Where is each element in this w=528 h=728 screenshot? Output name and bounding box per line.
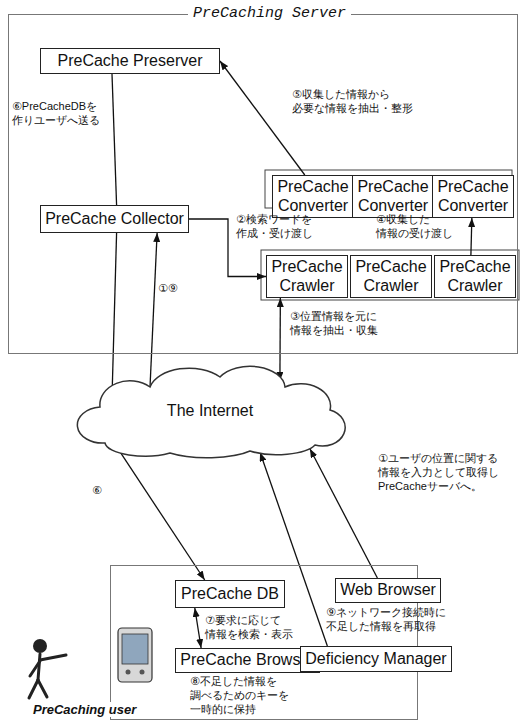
step-label: ①ユーザの位置に関する 情報を入力として取得し PreCacheサーバへ。 (378, 452, 510, 493)
process-box: PreCache DB (175, 580, 285, 608)
node-text: PreCache Preserver (58, 52, 203, 70)
process-box: PreCache Crawler (266, 255, 348, 298)
node-text: PreCache Converter (437, 178, 508, 215)
server-frame: PreCaching ServerPreCache PreserverPreCa… (8, 14, 518, 354)
process-box: Deficiency Manager (300, 646, 452, 672)
process-box: PreCache Crawler (350, 255, 432, 298)
node-text: PreCache Collector (45, 210, 184, 228)
network-cloud: The Internet (60, 365, 360, 458)
node-text: PreCache DB (181, 585, 279, 603)
process-box: PreCache Converter (352, 175, 434, 218)
connector-arrow (470, 218, 472, 255)
node-text: PreCache Converter (357, 178, 428, 215)
node-text: Web Browser (340, 581, 436, 599)
process-box: PreCache Converter (272, 175, 354, 218)
node-text: PreCache Crawler (355, 258, 426, 295)
process-box: PreCache Crawler (434, 255, 516, 298)
node-text: Deficiency Manager (305, 650, 446, 668)
step-label: ②検索ワードを 作成・受け渡し (236, 213, 322, 241)
step-label: ⑥ (92, 484, 102, 498)
node-text: PreCache Browser (180, 651, 314, 669)
connector-arrow (195, 608, 201, 648)
step-label: ③位置情報を元に 情報を抽出・収集 (290, 310, 388, 338)
frame-title: PreCaching Server (188, 5, 351, 22)
step-label: ⑥PreCacheDBを 作りユーザへ送る (12, 100, 108, 128)
node-text: PreCache Converter (277, 178, 348, 215)
connector-arrow (118, 449, 205, 580)
process-box: Web Browser (335, 578, 441, 603)
process-box: PreCache Browser (175, 648, 320, 673)
connector-arrow (150, 233, 157, 387)
frame-title: PreCaching user (28, 702, 141, 717)
person-figure (29, 639, 66, 698)
group-frame (261, 250, 519, 300)
process-box: PreCache Converter (432, 175, 514, 218)
node-text: The Internet (167, 402, 253, 420)
node-text: PreCache Crawler (439, 258, 510, 295)
connector-arrow (279, 298, 281, 381)
connector-arrow (310, 449, 378, 578)
connector-arrow (112, 74, 117, 205)
step-label: ⑦要求に応じて 情報を検索・表示 (205, 614, 303, 642)
cloud-shape (77, 366, 345, 457)
step-label: ⑤収集した情報から 必要な情報を抽出・整形 (292, 88, 424, 116)
step-label: ①⑨ (158, 282, 178, 296)
step-label: ④収集した 情報の受け渡し (376, 213, 462, 241)
step-label: ⑧不足した情報を 調べるためのキーを 一時的に保持 (190, 675, 298, 716)
process-box: PreCache Collector (40, 205, 189, 233)
node-text: PreCache Crawler (271, 258, 342, 295)
step-label: ⑨ネットワーク接続時に 不足した情報を再取得 (326, 606, 458, 634)
connector-arrow (220, 61, 305, 175)
connector-arrow (112, 233, 117, 401)
pda-device (118, 628, 152, 682)
process-box: PreCache Preserver (40, 48, 220, 74)
